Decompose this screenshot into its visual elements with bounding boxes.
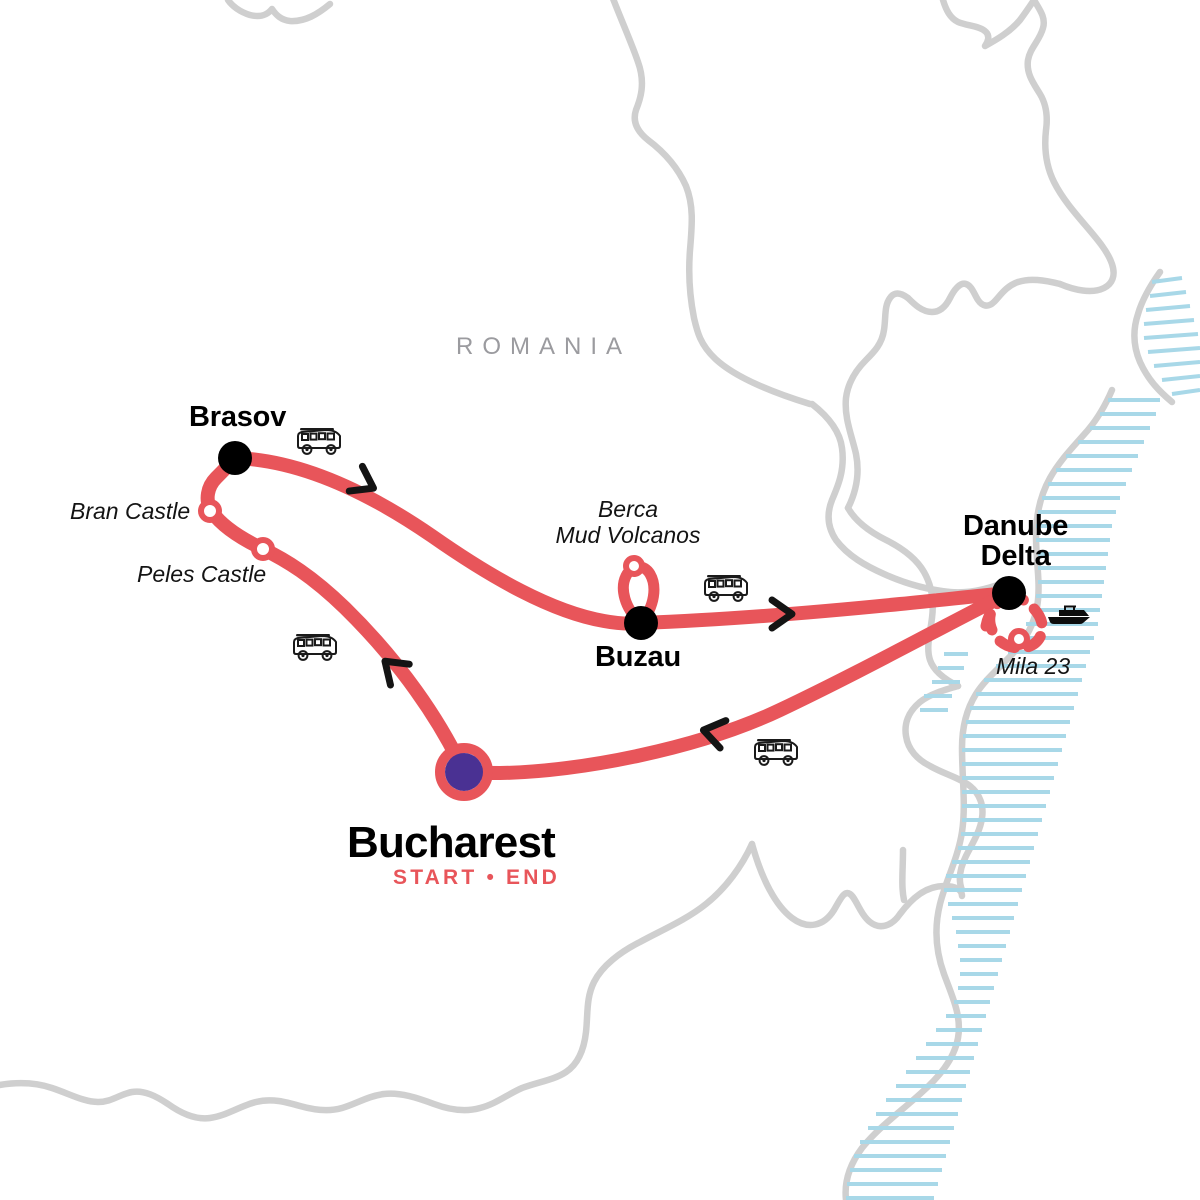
border-delta-north (904, 276, 1064, 316)
arrow-delta-bucharest (699, 717, 730, 752)
poi-marker-berca-mud-volcanos (623, 555, 645, 577)
poi-marker-peles-castle (251, 537, 275, 561)
poi-marker-mila-23 (1008, 628, 1030, 650)
border-danube-southeast (748, 840, 966, 930)
sea-hatching (846, 276, 1200, 1200)
border-right-upper (1024, 0, 1117, 295)
poi-marker-bran-castle (198, 499, 222, 523)
border-coast-inlet (899, 846, 908, 904)
arrow-bucharest-brasov (381, 657, 413, 689)
hatch-coast-lower (846, 762, 1058, 1200)
arrow-buzau-delta (768, 596, 796, 632)
bus-icon (754, 738, 798, 766)
border-northwest (224, 0, 334, 25)
route-buzau-danube-delta (634, 586, 1016, 630)
hatch-delta-lagoon (920, 652, 968, 712)
bus-icon (704, 574, 748, 602)
route-brasov-buzau (228, 451, 648, 631)
tour-routes (200, 451, 1016, 780)
border-upper-right-hook (939, 0, 1038, 50)
city-dot-bucharest-core (445, 753, 483, 791)
city-dot-danube-delta (992, 576, 1026, 610)
bus-icon (293, 633, 337, 661)
border-north-central (610, 0, 814, 408)
city-dot-brasov (218, 441, 252, 475)
city-markers (218, 441, 1026, 801)
border-delta-inland (842, 290, 912, 512)
route-bucharest-brasov (200, 451, 471, 779)
city-dot-buzau (624, 606, 658, 640)
hatch-northeast (1143, 276, 1200, 396)
bus-icon (297, 427, 341, 455)
route-danube-delta-bucharest (457, 586, 1016, 780)
arrow-brasov-buzau (345, 462, 377, 495)
border-northeast (808, 400, 1014, 596)
route-direction-arrows (345, 462, 796, 752)
hatch-coast-upper (962, 398, 1160, 752)
border-delta-lagoon (902, 682, 986, 894)
poi-markers (198, 499, 1030, 650)
border-danube-south (0, 840, 756, 1122)
city-dot-bucharest-ring (435, 743, 493, 801)
